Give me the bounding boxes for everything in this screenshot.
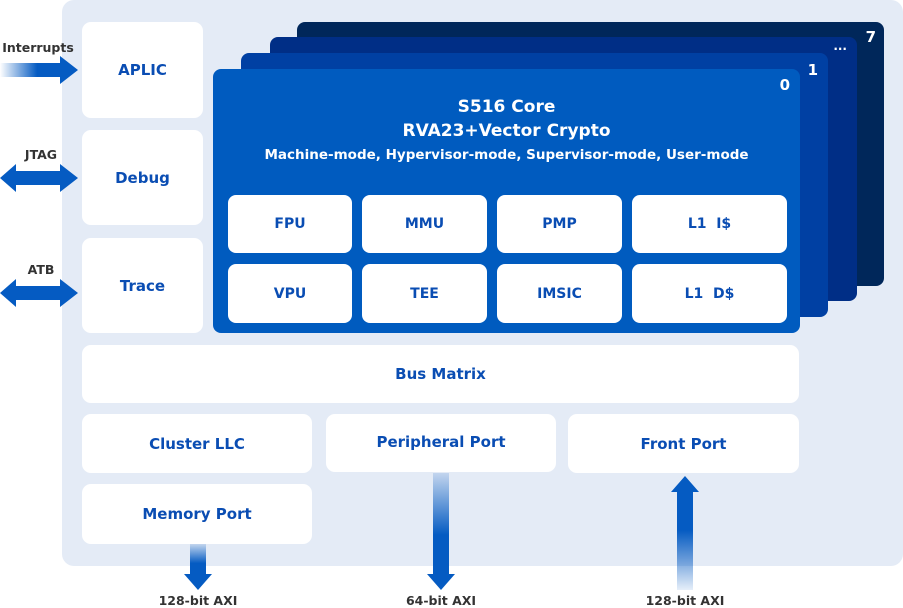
core-index-7: 7: [865, 28, 876, 46]
unit-l1-icache: L1 I$: [632, 195, 787, 253]
core-index-1: 1: [807, 61, 818, 79]
unit-pmp: PMP: [497, 195, 622, 253]
atb-label: ATB: [27, 262, 55, 277]
unit-fpu: FPU: [228, 195, 352, 253]
unit-imsic: IMSIC: [497, 264, 622, 323]
cluster-llc: Cluster LLC: [82, 414, 312, 473]
unit-l1-dcache: L1 D$: [632, 264, 787, 323]
atb-arrow: [0, 279, 78, 307]
memory-port-arrow: [184, 544, 212, 590]
front-port: Front Port: [568, 414, 799, 473]
interrupts-arrow: [0, 56, 78, 84]
memory-port: Memory Port: [82, 484, 312, 544]
core-isa: RVA23+Vector Crypto: [402, 121, 611, 141]
bus-matrix: Bus Matrix: [82, 345, 799, 403]
unit-mmu: MMU: [362, 195, 487, 253]
front-axi-label: 128-bit AXI: [645, 593, 725, 608]
aplic-block: APLIC: [82, 22, 203, 118]
front-port-arrow: [671, 476, 699, 590]
debug-block: Debug: [82, 130, 203, 225]
peripheral-port: Peripheral Port: [326, 414, 556, 472]
jtag-arrow: [0, 164, 78, 192]
trace-block: Trace: [82, 238, 203, 333]
core-title: S516 Core: [457, 97, 556, 117]
peripheral-port-arrow: [427, 473, 455, 590]
core-modes: Machine-mode, Hypervisor-mode, Superviso…: [264, 147, 749, 163]
memory-axi-label: 128-bit AXI: [158, 593, 238, 608]
unit-tee: TEE: [362, 264, 487, 323]
peripheral-axi-label: 64-bit AXI: [405, 593, 477, 608]
core-index-ellipsis: ...: [833, 39, 847, 53]
jtag-label: JTAG: [24, 147, 58, 162]
unit-vpu: VPU: [228, 264, 352, 323]
interrupts-label: Interrupts: [2, 40, 74, 55]
core-index-0: 0: [779, 76, 790, 94]
